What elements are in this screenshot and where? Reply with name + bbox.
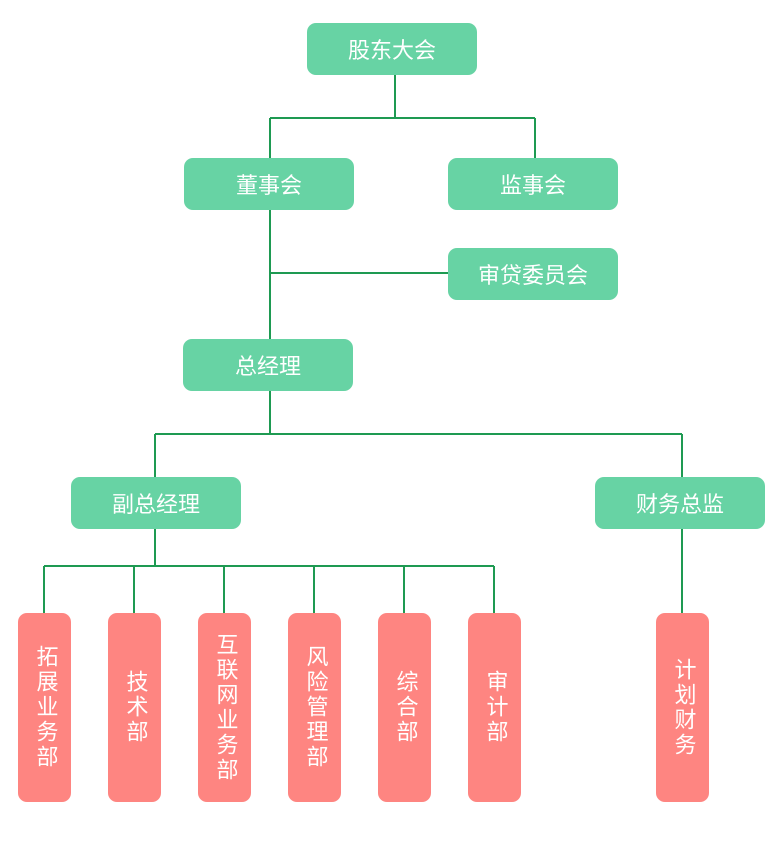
cfo-node: 财务总监 [595,477,765,529]
department-node: 拓展业务部 [18,613,71,802]
connector-gm-to-deputies [154,391,683,477]
department-node: 风险管理部 [288,613,341,802]
department-node: 互联网业务部 [198,613,251,802]
board-of-directors-node: 董事会 [184,158,354,210]
connector-shareholders-to-boards [269,75,536,158]
connector-deputy-gm-to-departments [43,529,495,613]
shareholders-meeting-node: 股东大会 [307,23,477,75]
department-node: 技术部 [108,613,161,802]
credit-committee-node: 审贷委员会 [448,248,618,300]
department-node: 综合部 [378,613,431,802]
board-of-supervisors-node: 监事会 [448,158,618,210]
planning-finance-node: 计划财务 [656,613,709,802]
department-node: 审计部 [468,613,521,802]
deputy-general-manager-node: 副总经理 [71,477,241,529]
general-manager-node: 总经理 [183,339,353,391]
